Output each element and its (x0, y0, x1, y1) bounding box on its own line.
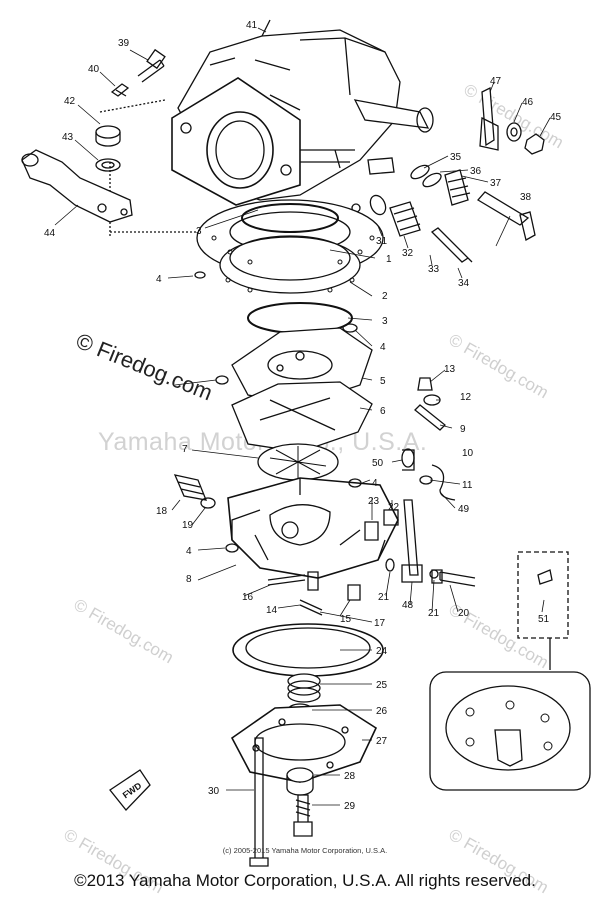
callout-47: 47 (490, 76, 502, 87)
callout-39: 39 (118, 38, 130, 49)
callout-46: 46 (522, 97, 534, 108)
callout-22: 22 (388, 502, 400, 513)
callout-36: 36 (470, 166, 482, 177)
callout-21: 21 (428, 608, 440, 619)
callout-7: 7 (182, 444, 188, 455)
callout-29: 29 (344, 801, 356, 812)
callout-4: 4 (380, 342, 386, 353)
callout-12: 12 (460, 392, 472, 403)
callout-8: 8 (186, 574, 192, 585)
copyright-notice: ©2013 Yamaha Motor Corporation, U.S.A. A… (74, 871, 536, 890)
callout-48: 48 (402, 600, 414, 611)
callout-10: 10 (462, 448, 474, 459)
callout-43: 43 (62, 132, 74, 143)
callout-21: 21 (378, 592, 390, 603)
callout-3: 3 (196, 226, 202, 237)
callout-14: 14 (266, 605, 278, 616)
callout-42: 42 (64, 96, 76, 107)
callout-5: 5 (380, 376, 386, 387)
callout-25: 25 (376, 680, 388, 691)
callout-20: 20 (458, 608, 470, 619)
callout-24: 24 (376, 646, 388, 657)
callout-4: 4 (156, 274, 162, 285)
callout-4: 4 (372, 478, 378, 489)
callout-15: 15 (340, 614, 352, 625)
callout-31: 31 (376, 236, 388, 247)
callout-30: 30 (208, 786, 220, 797)
callout-6: 6 (380, 406, 386, 417)
callout-18: 18 (156, 506, 168, 517)
callout-35: 35 (450, 152, 462, 163)
callout-17: 17 (374, 618, 386, 629)
callout-34: 34 (458, 278, 470, 289)
callout-11: 11 (462, 480, 473, 491)
callout-40: 40 (88, 64, 100, 75)
callout-26: 26 (376, 706, 388, 717)
callout-19: 19 (182, 520, 194, 531)
callout-50: 50 (372, 458, 384, 469)
callout-16: 16 (242, 592, 254, 603)
carburetor-body (171, 19, 434, 206)
callout-9: 9 (460, 424, 466, 435)
callout-45: 45 (550, 112, 562, 123)
callout-44: 44 (44, 228, 56, 239)
callout-41: 41 (246, 20, 258, 31)
callout-3: 3 (382, 316, 388, 327)
callout-32: 32 (402, 248, 414, 259)
callout-2: 2 (382, 291, 388, 302)
callout-38: 38 (520, 192, 532, 203)
callout-51: 51 (538, 614, 550, 625)
callout-13: 13 (444, 364, 456, 375)
small-copyright: (c) 2005-2015 Yamaha Motor Corporation, … (222, 846, 388, 855)
callout-33: 33 (428, 264, 440, 275)
callout-4: 4 (186, 546, 192, 557)
callout-49: 49 (458, 504, 470, 515)
callout-37: 37 (490, 178, 502, 189)
callout-1: 1 (386, 254, 392, 265)
callout-27: 27 (376, 736, 388, 747)
callout-23: 23 (368, 496, 380, 507)
callout-28: 28 (344, 771, 356, 782)
